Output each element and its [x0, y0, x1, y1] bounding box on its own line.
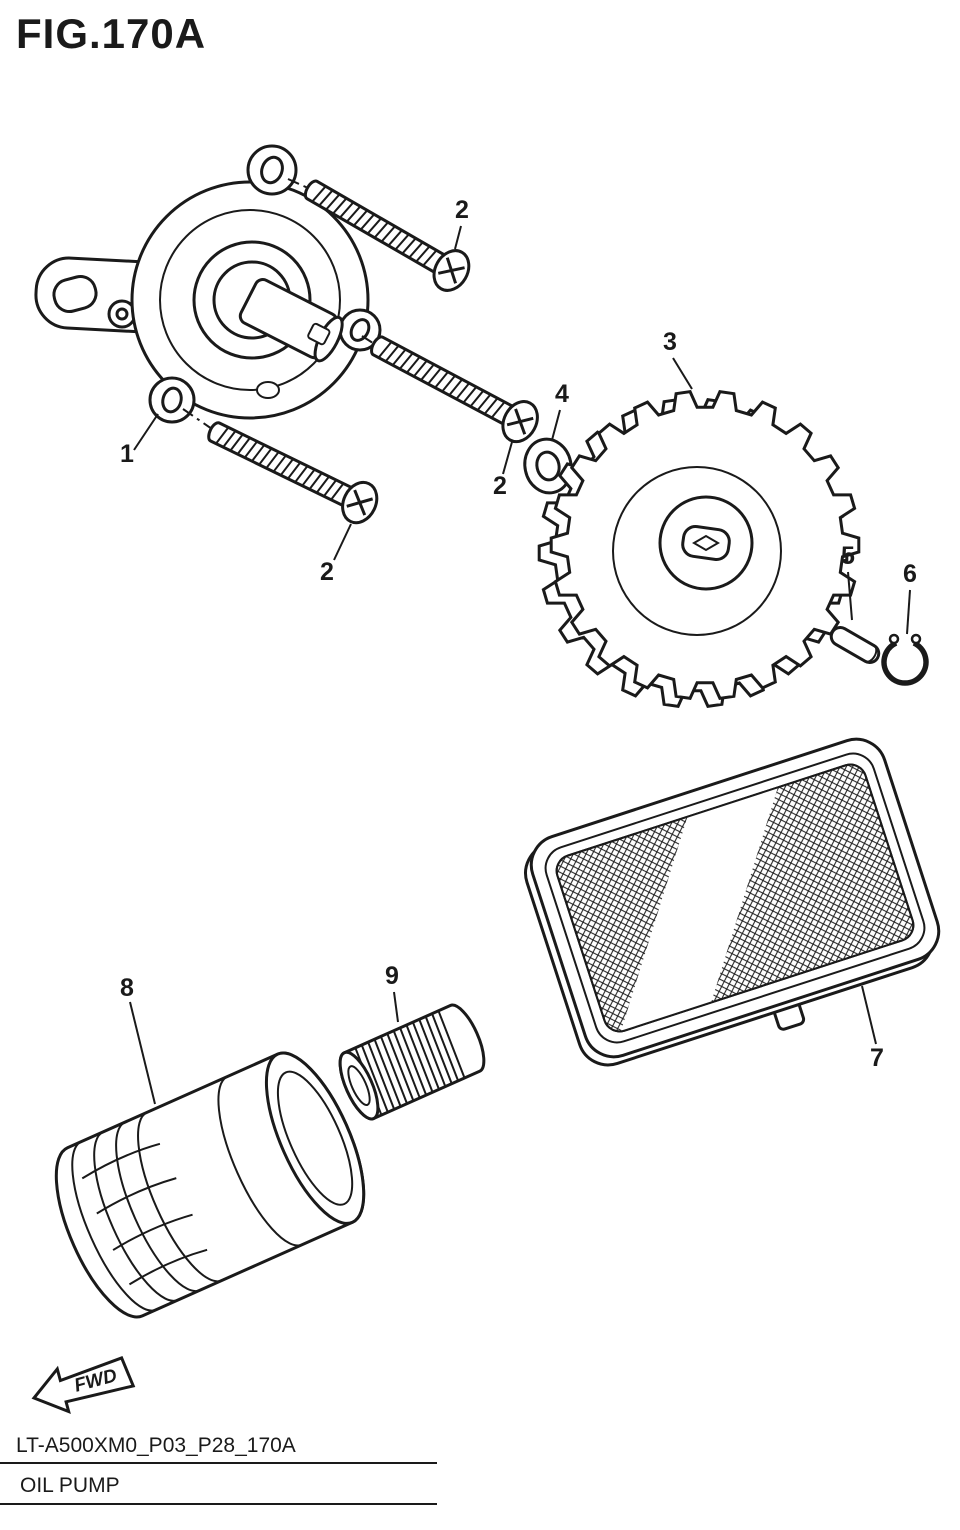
footer-figure-name: OIL PUMP [20, 1474, 120, 1497]
callout-2-middle: 2 [493, 472, 507, 500]
callout-2-bottom: 2 [320, 558, 334, 586]
oil-strainer [524, 737, 941, 1067]
pump-shaft [238, 278, 344, 363]
callout-1: 1 [120, 440, 134, 468]
oil-pump-body [34, 144, 382, 424]
snap-ring [881, 633, 929, 686]
filter-knurl [71, 1111, 223, 1312]
dowel-pin [829, 626, 881, 664]
leader-lines [129, 225, 911, 1105]
callout-2-top: 2 [455, 196, 469, 224]
arm-slot [52, 274, 98, 314]
callout-7: 7 [870, 1044, 884, 1072]
alignment-axes [182, 178, 377, 430]
mesh-highlight [620, 787, 778, 1032]
figure-title: FIG.170A [16, 10, 206, 57]
callout-6: 6 [903, 560, 917, 588]
pump-gear [537, 390, 861, 708]
footer: LT-A500XM0_P03_P28_170A OIL PUMP [0, 1434, 437, 1505]
oil-filter [54, 1051, 366, 1319]
washer [523, 437, 573, 495]
bolt-middle [362, 323, 546, 450]
callout-8: 8 [120, 974, 134, 1002]
footer-code: LT-A500XM0_P03_P28_170A [16, 1434, 296, 1457]
callout-9: 9 [385, 962, 399, 990]
callout-4: 4 [555, 380, 569, 408]
filter-union [338, 1003, 486, 1121]
callout-5: 5 [841, 542, 855, 570]
callout-3: 3 [663, 328, 677, 356]
fwd-arrow: FWD [31, 1356, 136, 1414]
bolt-bottom [199, 409, 385, 530]
